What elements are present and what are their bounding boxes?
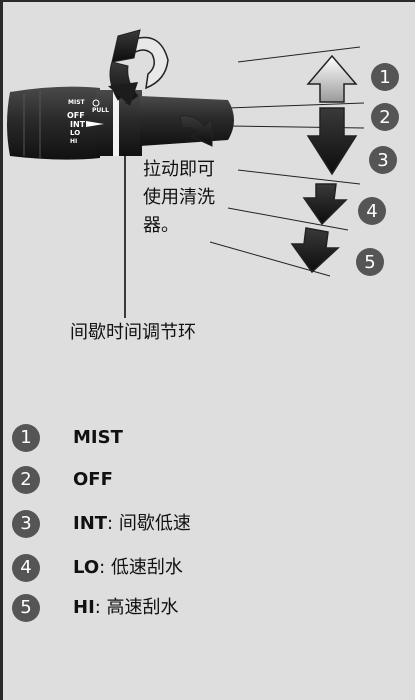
top-border <box>0 0 415 2</box>
legend-key: INT <box>73 513 108 534</box>
legend-item-lo: 4 LO: 低速刮水 <box>12 554 392 582</box>
legend-key: LO <box>73 557 100 578</box>
legend-desc: : 间歇低速 <box>107 513 191 534</box>
int-arrow <box>306 107 358 176</box>
ring-rotation-arrow <box>108 29 169 106</box>
callout-2: 2 <box>379 107 390 128</box>
legend-number: 1 <box>12 424 40 452</box>
callout-markers: 1 2 3 4 5 <box>356 63 399 276</box>
stalk-off-label: OFF <box>67 111 85 120</box>
stalk-int-label: INT <box>70 120 86 129</box>
mist-arrow <box>306 54 358 103</box>
legend-number: 3 <box>12 510 40 538</box>
ring-label: 间歇时间调节环 <box>70 322 196 343</box>
legend-item-mist: 1 MIST <box>12 424 392 452</box>
legend-number: 5 <box>12 594 40 622</box>
legend-number: 4 <box>12 554 40 582</box>
legend-desc: : 高速刮水 <box>94 597 179 618</box>
stalk-markings: MIST PULL OFF INT LO HI <box>67 99 109 145</box>
stalk-lo-label: LO <box>70 129 80 137</box>
wash-note-line-3: 器。 <box>143 215 179 236</box>
callout-5: 5 <box>364 252 375 273</box>
stalk-mist-label: MIST <box>68 99 86 106</box>
wash-note-line-2: 使用清洗 <box>143 187 215 208</box>
stalk-hi-label: HI <box>70 138 77 145</box>
legend-item-int: 3 INT: 间歇低速 <box>12 510 392 538</box>
hi-arrow <box>290 227 340 274</box>
callout-3: 3 <box>377 150 388 171</box>
callout-1: 1 <box>379 67 390 88</box>
pull-washer-arrow <box>179 115 213 147</box>
legend-key: HI <box>73 597 95 618</box>
lo-arrow <box>302 183 348 226</box>
wash-note-line-1: 拉动即可 <box>143 159 215 180</box>
legend-key: OFF <box>73 469 113 490</box>
legend-key: MIST <box>73 427 123 448</box>
legend-item-hi: 5 HI: 高速刮水 <box>12 594 392 622</box>
legend-number: 2 <box>12 466 40 494</box>
legend-desc: : 低速刮水 <box>99 557 183 578</box>
callout-4: 4 <box>366 201 377 222</box>
stalk-pull-label: PULL <box>92 107 109 114</box>
left-border <box>0 0 3 700</box>
legend-item-off: 2 OFF <box>12 466 392 494</box>
